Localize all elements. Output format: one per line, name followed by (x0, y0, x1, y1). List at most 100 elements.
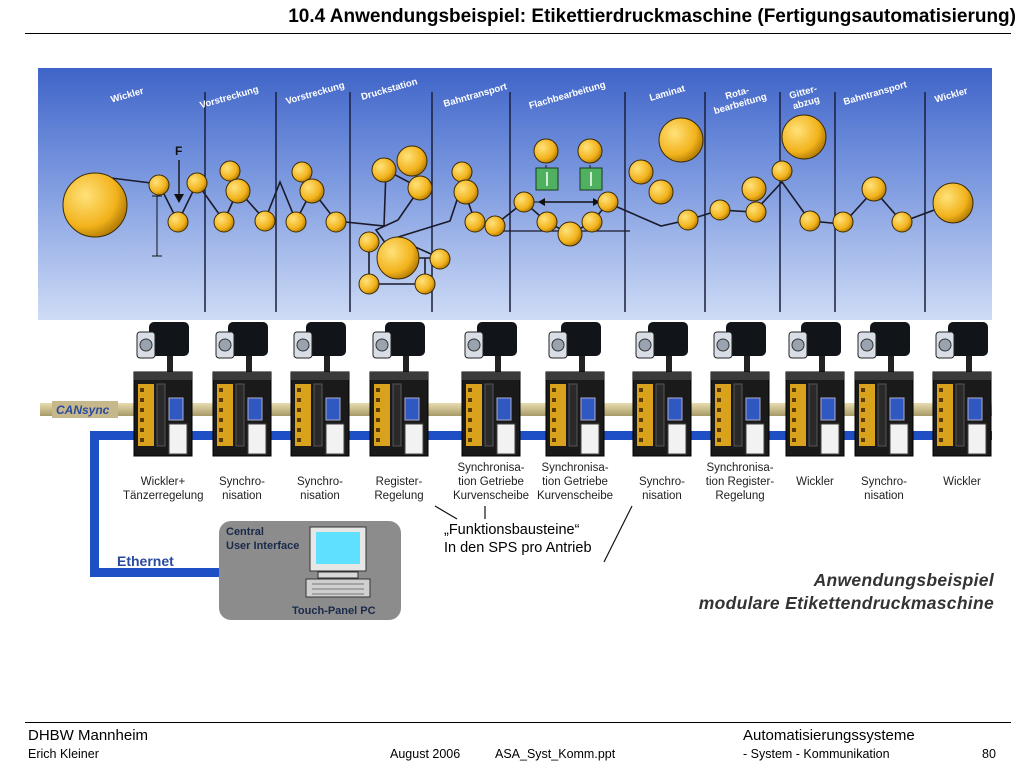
footer-file: ASA_Syst_Komm.ppt (495, 747, 616, 761)
drive-unit (632, 322, 692, 457)
logo-badge (168, 397, 184, 421)
roller (414, 273, 436, 295)
footer-date: August 2006 (390, 747, 461, 761)
roller (325, 211, 347, 233)
logo-badge (496, 397, 512, 421)
footer-page: 80 (982, 747, 996, 761)
servo-motor (648, 322, 688, 356)
roller (358, 273, 380, 295)
servo-motor (149, 322, 189, 356)
ethernet-feed (90, 568, 322, 577)
roller (484, 215, 506, 237)
roller (254, 210, 276, 232)
rollers (62, 114, 974, 295)
roller (299, 178, 325, 204)
logo-badge (889, 397, 905, 421)
roller (225, 178, 251, 204)
roller (597, 191, 619, 213)
footer-rule (25, 722, 1011, 723)
roller (513, 191, 535, 213)
drive-unit (461, 322, 521, 457)
roller (285, 211, 307, 233)
servo-motor (306, 322, 346, 356)
roller (577, 138, 603, 164)
tension-arrowhead (174, 194, 184, 203)
pc-icon (305, 526, 371, 598)
drive-unit (785, 322, 845, 457)
drive-label: Synchro-nisation (296, 476, 344, 502)
plc-module (138, 384, 154, 446)
servo-motor (385, 322, 425, 356)
roller (219, 160, 241, 182)
drive-label: Synchro-nisation (860, 476, 908, 502)
servo-motor (801, 322, 841, 356)
servo-motor (477, 322, 517, 356)
roller (396, 145, 428, 177)
roller (62, 172, 128, 238)
drive-label: Synchro-nisation (218, 476, 266, 502)
pc-label-ui: User Interface (226, 540, 299, 552)
roller (429, 248, 451, 270)
roller (799, 210, 821, 232)
ethernet-riser (90, 431, 99, 577)
roller (291, 161, 313, 183)
pc-label-central: Central (226, 526, 264, 538)
servo-motor (228, 322, 268, 356)
web-loop (368, 242, 426, 285)
logo-badge (745, 397, 761, 421)
roller (781, 114, 827, 160)
diagram-caption: Anwendungsbeispiel modulare Etikettendru… (690, 569, 994, 615)
roller (167, 211, 189, 233)
plc-module (790, 384, 806, 446)
roller (533, 138, 559, 164)
pc-label-touch: Touch-Panel PC (292, 605, 376, 617)
drive-units (133, 322, 992, 457)
roller (407, 175, 433, 201)
logo-badge (967, 397, 983, 421)
plc-module (715, 384, 731, 446)
servo-motor (948, 322, 988, 356)
annotation-line-2: In den SPS pro Antrieb (444, 540, 592, 556)
drive-unit (545, 322, 605, 457)
ethernet-bus (90, 431, 992, 440)
roller (358, 231, 380, 253)
servo-motor (726, 322, 766, 356)
plc-module (217, 384, 233, 446)
roller (581, 211, 603, 233)
station-dividers (204, 92, 926, 312)
plc-module (550, 384, 566, 446)
roller (932, 182, 974, 224)
drive-label: Wickler+Tänzerregelung (123, 476, 204, 502)
roller (658, 117, 704, 163)
roller (891, 211, 913, 233)
roller (464, 211, 486, 233)
plc-module (859, 384, 875, 446)
annotation: „Funktionsbausteine“ In den SPS pro Antr… (444, 521, 592, 557)
drive-label: Register-Regelung (374, 476, 424, 502)
logo-badge (820, 397, 836, 421)
flatbed-units (524, 165, 616, 206)
footer-topic: - System - Kommunikation (743, 747, 890, 761)
title-rule (25, 33, 1011, 34)
drive-unit (212, 322, 272, 457)
drive-unit (710, 322, 770, 457)
drive-unit (290, 322, 350, 457)
drive-label: Synchronisa-tion Register-Regelung (705, 462, 775, 502)
drive-unit (932, 322, 992, 457)
logo-badge (247, 397, 263, 421)
roller (213, 211, 235, 233)
drive-unit (133, 322, 193, 457)
annotation-pointer-1 (434, 505, 458, 520)
can-label-box (52, 401, 118, 418)
roller (451, 161, 473, 183)
caption-line-1: Anwendungsbeispiel (813, 570, 994, 590)
logo-badge (580, 397, 596, 421)
roller (709, 199, 731, 221)
drive-label: Synchro-nisation (638, 476, 686, 502)
drive-label: Wickler (943, 476, 981, 488)
machine-panel (38, 68, 992, 320)
logo-badge (325, 397, 341, 421)
drive-unit (854, 322, 914, 457)
